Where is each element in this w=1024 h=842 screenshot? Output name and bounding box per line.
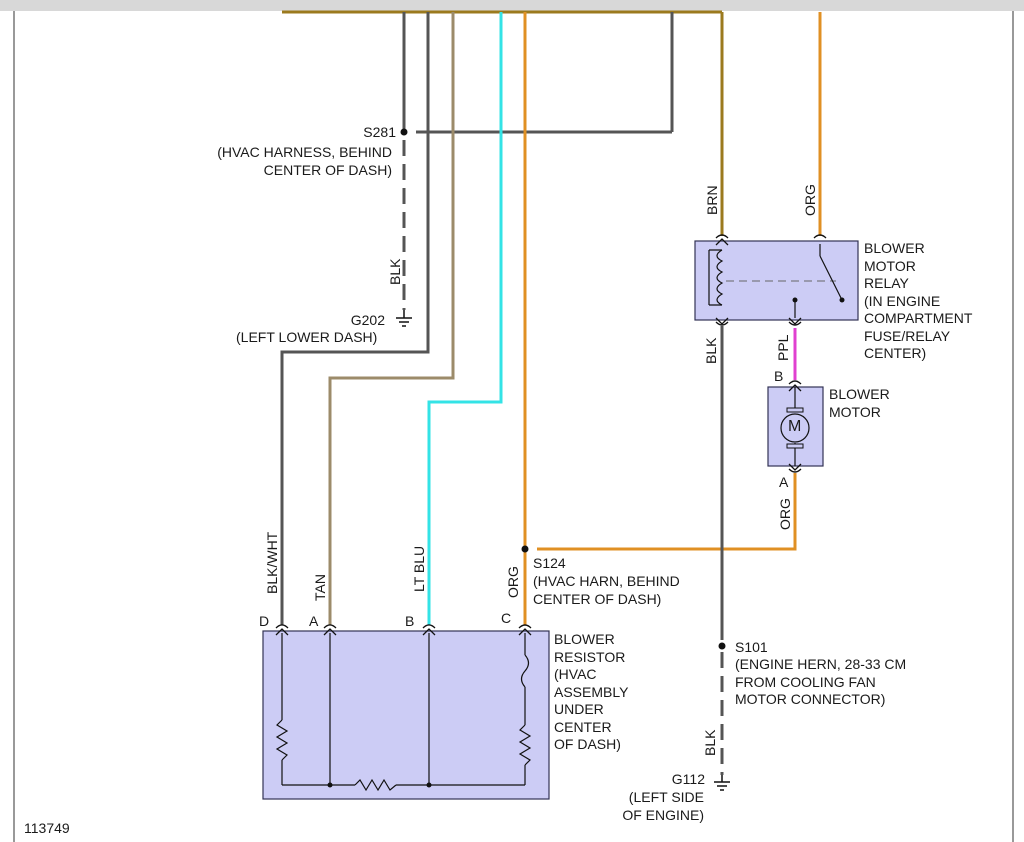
pin-res-b: B xyxy=(405,613,415,629)
wire-lt-blu xyxy=(427,12,503,625)
relay-terminals xyxy=(715,234,827,326)
splice-s124-dot xyxy=(521,545,529,553)
ground-g202-desc: (LEFT LOWER DASH) xyxy=(236,329,378,345)
ground-g112-id: G112 xyxy=(671,771,705,787)
wire-org-s124 xyxy=(537,473,797,551)
diagram-id: 113749 xyxy=(24,820,70,836)
wire-label-brn: BRN xyxy=(704,185,720,215)
ground-g202-id: G202 xyxy=(350,312,385,328)
wire-label-tan: TAN xyxy=(312,574,328,601)
wire-label-org-res: ORG xyxy=(505,566,521,598)
motor-terminals xyxy=(788,380,802,473)
pin-motor-b: B xyxy=(774,368,784,384)
relay-name: BLOWER MOTOR RELAY (IN ENGINE COMPARTMEN… xyxy=(864,240,973,361)
motor-symbol: M xyxy=(788,418,802,435)
splice-s101-desc: (ENGINE HERN, 28-33 CM FROM COOLING FAN … xyxy=(735,656,907,707)
splice-s281-desc: (HVAC HARNESS, BEHIND CENTER OF DASH) xyxy=(217,144,392,178)
splice-s124-id: S124 xyxy=(533,555,566,571)
ground-g202-symbol xyxy=(396,310,412,327)
wire-label-lt-blu: LT BLU xyxy=(411,545,427,592)
blower-resistor-box xyxy=(262,630,550,800)
splice-s101-dot xyxy=(718,642,726,650)
resistor-name: BLOWER RESISTOR (HVAC ASSEMBLY UNDER CEN… xyxy=(554,631,629,752)
wire-label-blk-relay: BLK xyxy=(703,337,719,364)
wire-tan xyxy=(328,12,455,625)
wire-label-blk-s101: BLK xyxy=(702,729,718,756)
ground-g112-desc: (LEFT SIDE OF ENGINE) xyxy=(622,789,704,823)
resistor-terminals xyxy=(275,624,532,636)
splice-s101-id: S101 xyxy=(735,639,768,655)
pin-motor-a: A xyxy=(779,474,789,490)
wire-label-blk-wht: BLK/WHT xyxy=(264,531,280,594)
blower-motor-relay-box xyxy=(694,240,859,321)
pin-res-a: A xyxy=(309,613,319,629)
wire-blk-wht xyxy=(280,12,430,625)
splice-s124-desc: (HVAC HARN, BEHIND CENTER OF DASH) xyxy=(533,573,680,607)
wire-label-org-motor: ORG xyxy=(777,498,793,530)
pin-res-c: C xyxy=(501,610,512,626)
motor-name: BLOWER MOTOR xyxy=(829,386,890,420)
pin-res-d: D xyxy=(259,613,270,629)
blower-motor-box xyxy=(767,386,824,467)
wire-label-org-relay: ORG xyxy=(802,184,818,216)
wire-label-ppl: PPL xyxy=(775,334,791,361)
wire-label-blk-s281: BLK xyxy=(387,258,403,285)
splice-s281-id: S281 xyxy=(363,124,396,140)
top-border xyxy=(0,0,1024,11)
ground-g112-symbol xyxy=(714,775,730,791)
splice-s281-dot xyxy=(400,128,408,136)
